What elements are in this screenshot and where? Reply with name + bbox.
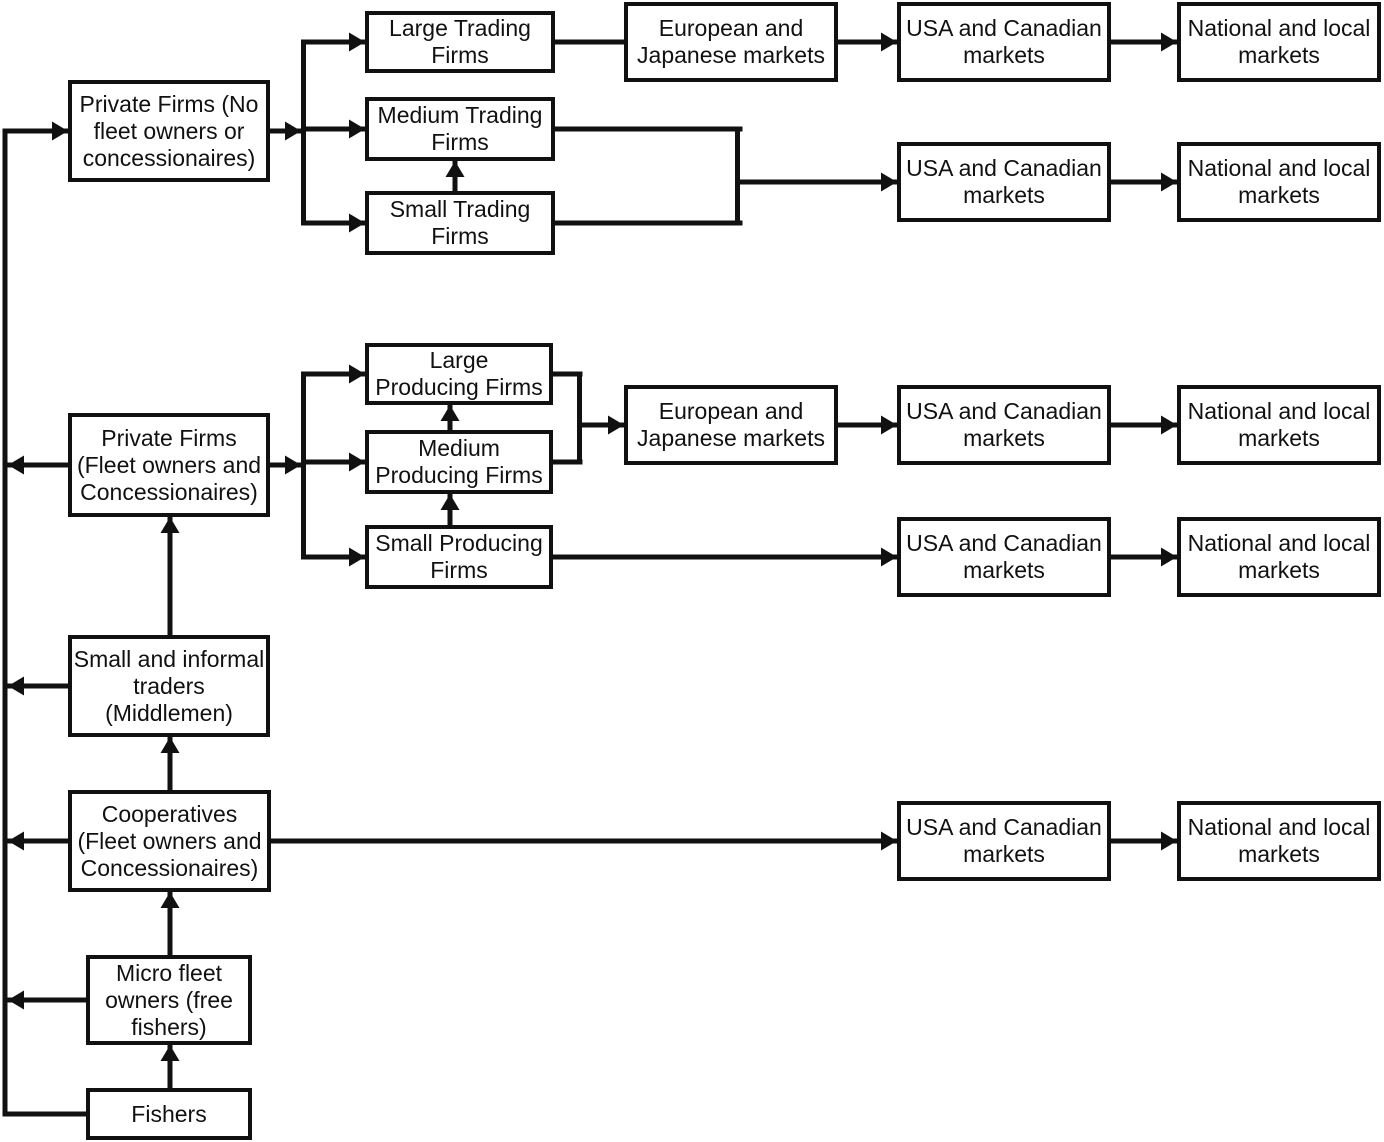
node-national-local-markets-1: National and local markets [1177,2,1381,82]
node-national-local-markets-4: National and local markets [1177,517,1381,597]
node-national-local-markets-5: National and local markets [1177,801,1381,881]
node-european-japanese-markets-2: European and Japanese markets [624,385,838,465]
node-fishers: Fishers [86,1088,252,1140]
node-usa-canadian-markets-5: USA and Canadian markets [897,801,1111,881]
node-cooperatives: Cooperatives (Fleet owners and Concessio… [68,790,271,892]
node-small-trading-firms: Small Trading Firms [365,191,555,255]
node-usa-canadian-markets-3: USA and Canadian markets [897,385,1111,465]
node-national-local-markets-2: National and local markets [1177,142,1381,222]
node-medium-trading-firms: Medium Trading Firms [365,97,555,161]
node-national-local-markets-3: National and local markets [1177,385,1381,465]
node-usa-canadian-markets-2: USA and Canadian markets [897,142,1111,222]
node-small-informal-traders: Small and informal traders (Middlemen) [68,635,270,737]
node-large-producing-firms: Large Producing Firms [365,343,553,405]
node-medium-producing-firms: Medium Producing Firms [365,430,553,494]
node-usa-canadian-markets-4: USA and Canadian markets [897,517,1111,597]
node-european-japanese-markets-1: European and Japanese markets [624,2,838,82]
node-private-firms-no-fleet: Private Firms (No fleet owners or conces… [68,80,270,182]
node-large-trading-firms: Large Trading Firms [365,11,555,73]
node-private-firms-fleet: Private Firms (Fleet owners and Concessi… [68,413,270,517]
node-micro-fleet-owners: Micro fleet owners (free fishers) [86,955,252,1045]
node-usa-canadian-markets-1: USA and Canadian markets [897,2,1111,82]
node-small-producing-firms: Small Producing Firms [365,525,553,589]
